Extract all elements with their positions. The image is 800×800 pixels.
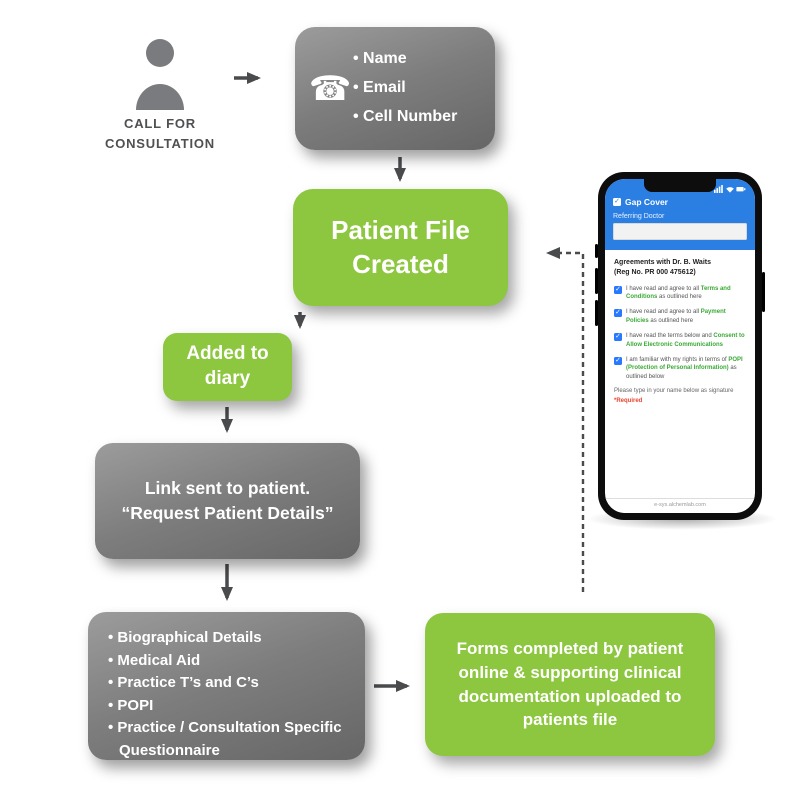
- signature-prompt: Please type in your name below as signat…: [614, 388, 734, 395]
- gap-cover-row: Gap Cover: [613, 197, 747, 207]
- forms-completed-box: Forms completed by patient online & supp…: [425, 613, 715, 756]
- call-label-line2: CONSULTATION: [105, 135, 215, 151]
- agreement-row-payment: I have read and agree to all Payment Pol…: [614, 308, 746, 325]
- contact-item-name: Name: [353, 45, 457, 74]
- phone-app-header: Gap Cover Referring Doctor: [605, 179, 755, 250]
- referring-doctor-label: Referring Doctor: [613, 213, 665, 220]
- contact-item-email: Email: [353, 74, 457, 103]
- agreement-checkbox-payment[interactable]: [614, 309, 622, 318]
- agreement-text-popi: I am familiar with my rights in terms of…: [626, 356, 743, 380]
- agreements-heading: Agreements with Dr. B. Waits (Reg No. PR…: [614, 258, 746, 278]
- call-label-line1: CALL FOR: [124, 116, 196, 131]
- details-item-questionnaire: Practice / Consultation Specific Questio…: [108, 717, 345, 762]
- phone-volume-up-button: [595, 268, 598, 294]
- details-item-popi: POPI: [108, 695, 345, 718]
- agreement-row-communications: I have read the terms below and Consent …: [614, 332, 746, 349]
- phone-statusbar: [613, 182, 747, 195]
- added-to-diary-box: Added to diary: [163, 333, 292, 401]
- signal-icon: [714, 189, 716, 193]
- status-icons: [714, 184, 746, 193]
- patient-details-list-box: Biographical Details Medical Aid Practic…: [88, 612, 365, 760]
- agreement-text-communications: I have read the terms below and Consent …: [626, 333, 745, 348]
- contact-item-list: Name Email Cell Number: [353, 45, 457, 131]
- agreement-row-popi: I am familiar with my rights in terms of…: [614, 356, 746, 381]
- wifi-icon: [726, 186, 734, 193]
- phone-icon: ☎: [308, 69, 352, 108]
- details-item-medical-aid: Medical Aid: [108, 650, 345, 673]
- required-label: *Required: [614, 398, 643, 405]
- phone-power-button: [762, 272, 765, 312]
- details-item-biographical: Biographical Details: [108, 627, 345, 650]
- app-title: Gap Cover: [625, 197, 668, 207]
- agreement-checkbox-communications[interactable]: [614, 333, 622, 342]
- agreement-checkbox-popi[interactable]: [614, 356, 622, 365]
- added-to-diary-label: Added to diary: [186, 343, 269, 389]
- patient-file-created-box: Patient File Created: [293, 189, 508, 306]
- phone-footer-url: e-sys.alchemlab.com: [605, 498, 755, 513]
- phone-notch: [644, 179, 716, 192]
- phone-screen: Gap Cover Referring Doctor Agreements wi…: [605, 179, 755, 513]
- agreements-heading-line2: (Reg No. PR 000 475612): [614, 268, 696, 276]
- referring-doctor-input[interactable]: [613, 223, 747, 240]
- agreements-form: Agreements with Dr. B. Waits (Reg No. PR…: [605, 250, 755, 404]
- agreement-text-payment: I have read and agree to all Payment Pol…: [626, 309, 726, 324]
- agreement-row-terms: I have read and agree to all Terms and C…: [614, 285, 746, 302]
- gap-cover-checkbox[interactable]: [613, 198, 621, 206]
- dashed-arrow-forms-to-patientfile: [546, 247, 585, 592]
- agreement-checkbox-terms[interactable]: [614, 285, 622, 294]
- contact-details-box: ☎ Name Email Cell Number: [295, 27, 495, 150]
- forms-completed-label: Forms completed by patient online & supp…: [456, 638, 684, 730]
- call-for-consultation-label: CALL FOR CONSULTATION: [70, 114, 250, 153]
- person-icon: [136, 39, 184, 110]
- agreements-heading-line1: Agreements with Dr. B. Waits: [614, 259, 711, 266]
- phone-mute-button: [595, 244, 598, 258]
- phone-mockup: Gap Cover Referring Doctor Agreements wi…: [595, 172, 765, 520]
- phone-volume-down-button: [595, 300, 598, 326]
- patient-file-created-label: Patient File Created: [331, 214, 470, 279]
- details-item-ts-and-cs: Practice T’s and C’s: [108, 672, 345, 695]
- link-sent-box: Link sent to patient. “Request Patient D…: [95, 443, 360, 559]
- contact-item-cell: Cell Number: [353, 103, 457, 132]
- link-sent-line2: “Request Patient Details”: [121, 503, 334, 523]
- battery-icon: [736, 186, 744, 191]
- link-sent-line1: Link sent to patient.: [144, 477, 311, 498]
- agreement-text-terms: I have read and agree to all Terms and C…: [626, 285, 731, 300]
